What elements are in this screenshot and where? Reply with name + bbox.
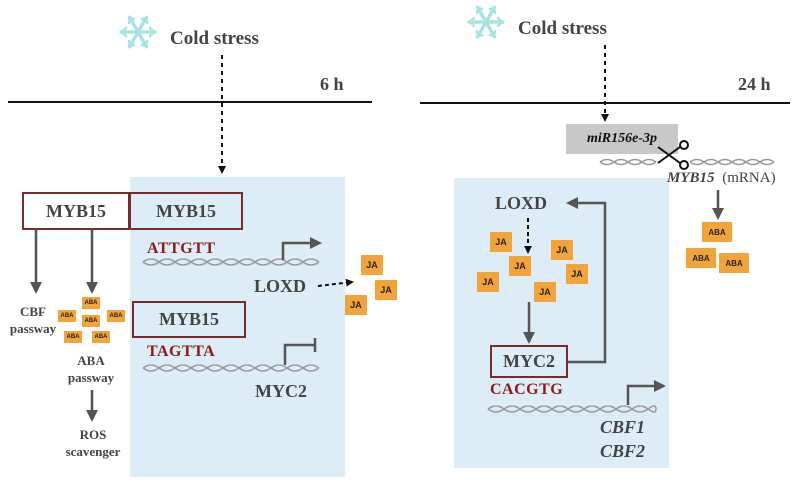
- dna-helix-icon: [487, 405, 657, 413]
- nucleus-panel-24h: [454, 178, 669, 468]
- aba-molecule: ABA: [107, 310, 125, 322]
- dna-helix-icon: [142, 258, 320, 266]
- ja-molecule: JA: [345, 295, 367, 315]
- loxd-label-6h: LOXD: [254, 276, 307, 296]
- aba-passway-label: ABA passway: [67, 353, 115, 385]
- motif-attgtt: ATTGTT: [147, 240, 216, 257]
- dna-helix-icon: [142, 364, 320, 372]
- myc2-label-6h: MYC2: [255, 381, 307, 401]
- mrna-suffix: (mRNA): [722, 170, 776, 186]
- motif-tagtta: TAGTTA: [147, 343, 216, 360]
- aba-molecule: ABA: [82, 297, 100, 309]
- aba-molecule: ABA: [702, 222, 732, 242]
- dna-helix-icon: [599, 158, 775, 166]
- scissors-icon: [657, 140, 689, 170]
- ros-scavenger-label: ROS scavenger: [65, 427, 121, 459]
- cbf-passway-label: CBF passway: [9, 304, 57, 336]
- motif-cacgtg: CACGTG: [490, 381, 564, 398]
- ja-molecule: JA: [551, 240, 573, 260]
- mrna-label: MYB15 (mRNA): [667, 170, 776, 187]
- promoter-arrow-icon: [281, 237, 322, 260]
- nucleus-panel-6h: [130, 177, 345, 477]
- ja-molecule: JA: [361, 255, 383, 275]
- ja-molecule: JA: [477, 272, 499, 292]
- ja-molecule: JA: [490, 232, 512, 252]
- snowflake-icon: [119, 15, 157, 49]
- myc2-feedback-arrow: [566, 197, 607, 364]
- myb15-inner-box: MYB15: [129, 192, 243, 230]
- cold-stress-label-24h: Cold stress: [518, 18, 607, 39]
- timeline-6h: [8, 101, 372, 103]
- aba-molecule: ABA: [686, 248, 716, 268]
- ja-molecule: JA: [509, 256, 531, 276]
- mrna-gene: MYB15: [667, 170, 715, 186]
- cold-stress-label-6h: Cold stress: [170, 28, 259, 49]
- myb15-second-box: MYB15: [132, 301, 246, 338]
- aba-molecule: ABA: [82, 315, 100, 327]
- aba-molecule: ABA: [64, 331, 82, 343]
- repressor-icon: [283, 338, 317, 365]
- ja-molecule: JA: [534, 282, 556, 302]
- cbf1-label: CBF1: [600, 417, 646, 437]
- ja-molecule: JA: [566, 264, 588, 284]
- snowflake-icon: [467, 5, 505, 39]
- time-label-6h: 6 h: [320, 74, 344, 94]
- aba-molecule: ABA: [719, 253, 749, 273]
- time-label-24h: 24 h: [738, 74, 771, 94]
- myc2-box: MYC2: [490, 345, 568, 378]
- cbf2-label: CBF2: [600, 441, 646, 461]
- promoter-arrow-icon: [626, 380, 666, 405]
- aba-molecule: ABA: [58, 310, 76, 322]
- aba-molecule: ABA: [92, 331, 110, 343]
- loxd-to-ja-arrow: [317, 278, 354, 287]
- ja-molecule: JA: [375, 280, 397, 300]
- loxd-label-24h: LOXD: [495, 193, 548, 213]
